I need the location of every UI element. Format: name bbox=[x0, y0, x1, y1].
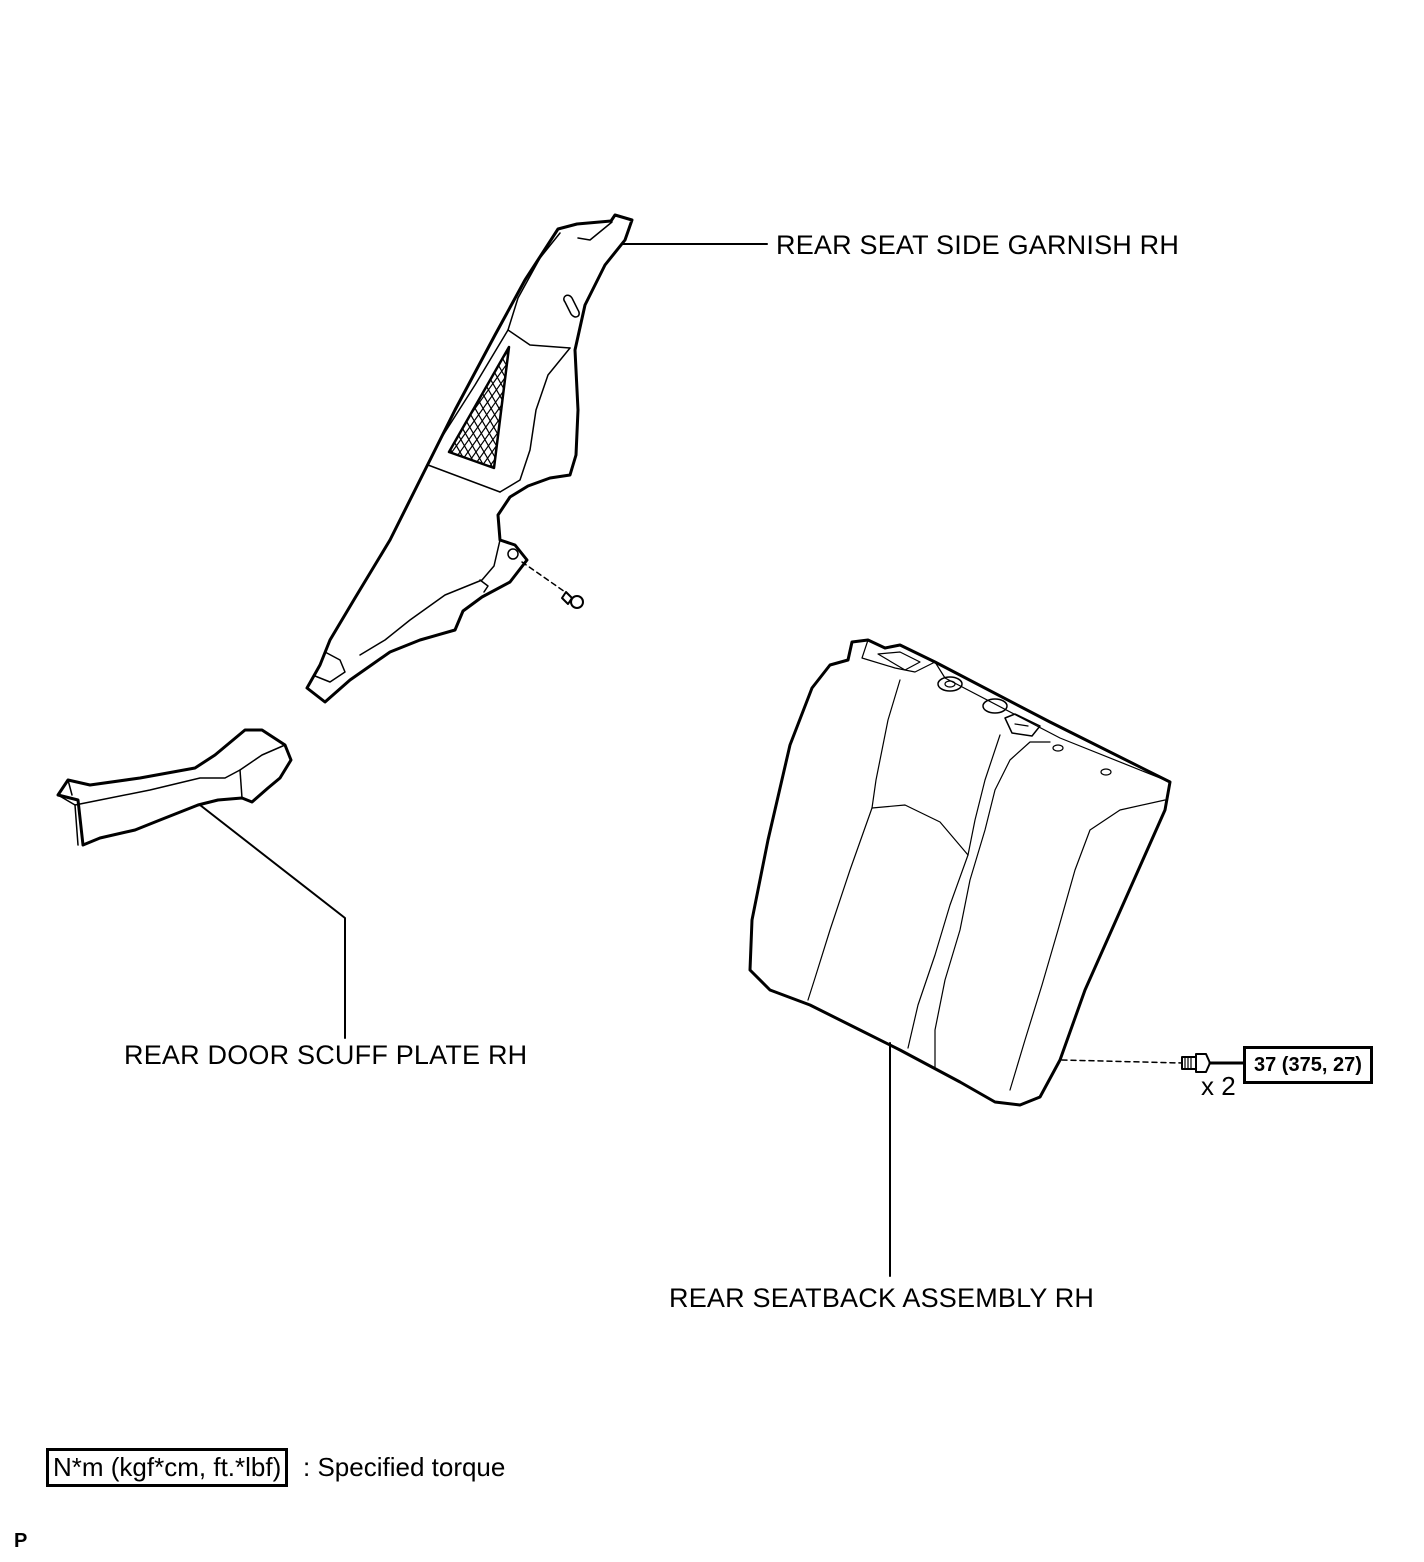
grille-hatch-line bbox=[449, 347, 493, 468]
grille-hatch-line bbox=[516, 340, 596, 480]
corner-mark: P bbox=[14, 1530, 28, 1552]
grille-hatch-line bbox=[576, 340, 676, 480]
grille-hatch-line bbox=[356, 340, 436, 480]
grille-hatch-line bbox=[296, 340, 396, 480]
grille-hatch-line bbox=[449, 347, 509, 468]
grille-hatch-line bbox=[499, 347, 509, 468]
grille-hatch-line bbox=[320, 340, 420, 480]
torque-legend-description: : Specified torque bbox=[303, 1452, 506, 1482]
grille-hatch-line bbox=[536, 340, 636, 480]
grille-hatch-line bbox=[495, 347, 509, 468]
grille-hatch-line bbox=[580, 340, 660, 480]
grille-hatch-line bbox=[348, 340, 428, 480]
grille-hatch-line bbox=[449, 347, 501, 468]
grille-hatch-line bbox=[449, 347, 477, 468]
grille-hatch-line bbox=[588, 340, 668, 480]
grille-hatch-line bbox=[451, 347, 509, 468]
grille-hatch-line bbox=[572, 340, 652, 480]
seatback-bolt bbox=[1061, 1053, 1246, 1073]
grille-hatch-line bbox=[568, 340, 668, 480]
grille-hatch-line bbox=[471, 347, 509, 468]
grille-hatch-line bbox=[449, 347, 453, 468]
grille-hatch-line bbox=[449, 347, 509, 468]
rear-seatback-part bbox=[748, 638, 1172, 1107]
grille-hatch-line bbox=[520, 340, 620, 480]
grille-hatch-line bbox=[540, 340, 620, 480]
grille-hatch-line bbox=[552, 340, 652, 480]
bolt-quantity: x 2 bbox=[1201, 1071, 1236, 1101]
grille-hatch-line bbox=[449, 347, 469, 468]
grille-hatch-line bbox=[479, 347, 509, 468]
grille-hatch-line bbox=[324, 340, 404, 480]
grille-hatch-line bbox=[336, 340, 436, 480]
grille-hatch-line bbox=[596, 340, 676, 480]
rear-door-scuff-plate-part bbox=[56, 728, 293, 847]
garnish-clip-screw bbox=[521, 561, 584, 609]
grille-hatch-line bbox=[556, 340, 636, 480]
scuff-plate-leader-line bbox=[199, 804, 346, 1039]
grille-hatch-line bbox=[503, 347, 509, 468]
rear-seat-side-garnish-part bbox=[305, 213, 634, 704]
grille-hatch-line bbox=[312, 340, 412, 480]
grille-hatch-line bbox=[449, 347, 509, 468]
grille-hatch-line bbox=[449, 347, 477, 468]
grille-hatch-line bbox=[280, 340, 380, 480]
grille-hatch-line bbox=[288, 340, 388, 480]
scuff-plate-label: REAR DOOR SCUFF PLATE RH bbox=[124, 1040, 528, 1070]
grille-hatch-line bbox=[449, 347, 509, 468]
grille-hatch-line bbox=[308, 340, 388, 480]
grille-hatch-line bbox=[449, 347, 461, 468]
grille-hatch-line bbox=[532, 340, 612, 480]
grille-hatch-line bbox=[491, 347, 509, 468]
grille-hatch-line bbox=[328, 340, 428, 480]
grille-hatch-line bbox=[340, 340, 420, 480]
grille-hatch-line bbox=[455, 347, 509, 468]
grille-hatch-line bbox=[332, 340, 412, 480]
garnish-label: REAR SEAT SIDE GARNISH RH bbox=[776, 230, 1180, 260]
grille-hatch-line bbox=[449, 347, 485, 468]
grille-hatch-line bbox=[449, 347, 453, 468]
grille-hatch-line bbox=[449, 347, 461, 468]
torque-spec-box: 37 (375, 27) bbox=[1243, 1046, 1373, 1084]
grille-hatch-line bbox=[304, 340, 404, 480]
garnish-vent-grille bbox=[280, 340, 676, 480]
grille-hatch-line bbox=[316, 340, 396, 480]
grille-hatch-line bbox=[300, 340, 380, 480]
seatback-label: REAR SEATBACK ASSEMBLY RH bbox=[669, 1283, 1095, 1313]
grille-hatch-line bbox=[487, 347, 509, 468]
torque-unit-legend-box: N*m (kgf*cm, ft.*lbf) bbox=[46, 1448, 289, 1487]
grille-hatch-line bbox=[463, 347, 509, 468]
